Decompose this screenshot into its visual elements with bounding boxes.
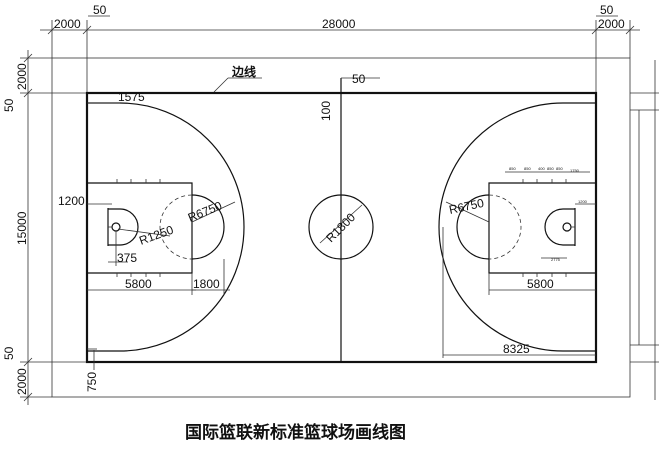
left-ft-circle-dashed — [159, 194, 193, 260]
dim-ticks-left — [23, 53, 33, 402]
dim-right-2000: 2000 — [598, 17, 625, 31]
center-circle — [308, 194, 374, 260]
page-title: 国际篮联新标准篮球场画线图 — [185, 422, 406, 443]
dim-8325: 8325 — [503, 342, 530, 356]
left-restricted-arc — [108, 208, 139, 246]
dim-center-50: 50 — [352, 72, 366, 86]
right-basket — [562, 222, 572, 232]
lane-mark-3: 400 — [538, 166, 545, 171]
runoff-boundary — [51, 57, 631, 398]
lane-mark-4: 850 — [547, 166, 554, 171]
left-key — [87, 182, 193, 274]
lane-mark-6: 1750 — [570, 168, 580, 173]
sideline-leader-diag — [213, 77, 229, 93]
dim-5800-left: 5800 — [125, 277, 152, 291]
right-key — [488, 182, 596, 274]
dim-r1250: R1250 — [137, 222, 175, 247]
dim-bottom-2000-v: 2000 — [15, 368, 29, 395]
dim-width-15000: 15000 — [15, 211, 29, 245]
right-three-point-arc — [438, 102, 596, 352]
lane-mark-2: 850 — [524, 166, 531, 171]
dim-top-2000-v: 2000 — [15, 63, 29, 90]
dim-center-100: 100 — [319, 101, 333, 121]
sideline-label: 边线 — [231, 64, 256, 79]
right-restricted-arc — [544, 208, 575, 246]
right-free-throw-circle — [456, 194, 490, 260]
dim-top-50-v: 50 — [2, 98, 16, 112]
right-ft-circle-dashed — [488, 194, 522, 260]
dim-1200: 1200 — [58, 194, 85, 208]
dim-length-28000: 28000 — [322, 17, 356, 31]
dim-r6750-right: R6750 — [448, 196, 486, 217]
dim-5800-right: 5800 — [527, 277, 554, 291]
dim-2775: 2775 — [551, 257, 561, 262]
left-r1250-leader — [117, 228, 171, 237]
dim-ticks-top — [47, 25, 635, 35]
left-r6750-leader — [191, 201, 236, 223]
left-lane-ticks — [116, 179, 161, 277]
dim-750: 750 — [85, 372, 99, 392]
center-radius-leader — [319, 204, 363, 244]
dim-1800: 1800 — [193, 277, 220, 291]
right-r6750-leader — [445, 201, 490, 223]
lane-mark-1: 850 — [509, 166, 516, 171]
dim-left-2000: 2000 — [54, 17, 81, 31]
dim-1575: 1575 — [118, 90, 145, 104]
right-lane-ticks — [522, 179, 567, 277]
dim-375: 375 — [117, 251, 137, 265]
dim-bottom-50-v: 50 — [2, 346, 16, 360]
left-basket — [111, 222, 121, 232]
dim-1200-right: 1200 — [578, 199, 588, 204]
dim-right-50: 50 — [600, 3, 614, 17]
left-free-throw-circle — [191, 194, 225, 260]
dim-left-50: 50 — [93, 3, 107, 17]
left-three-point-arc — [87, 102, 245, 352]
lane-mark-5: 850 — [556, 166, 563, 171]
